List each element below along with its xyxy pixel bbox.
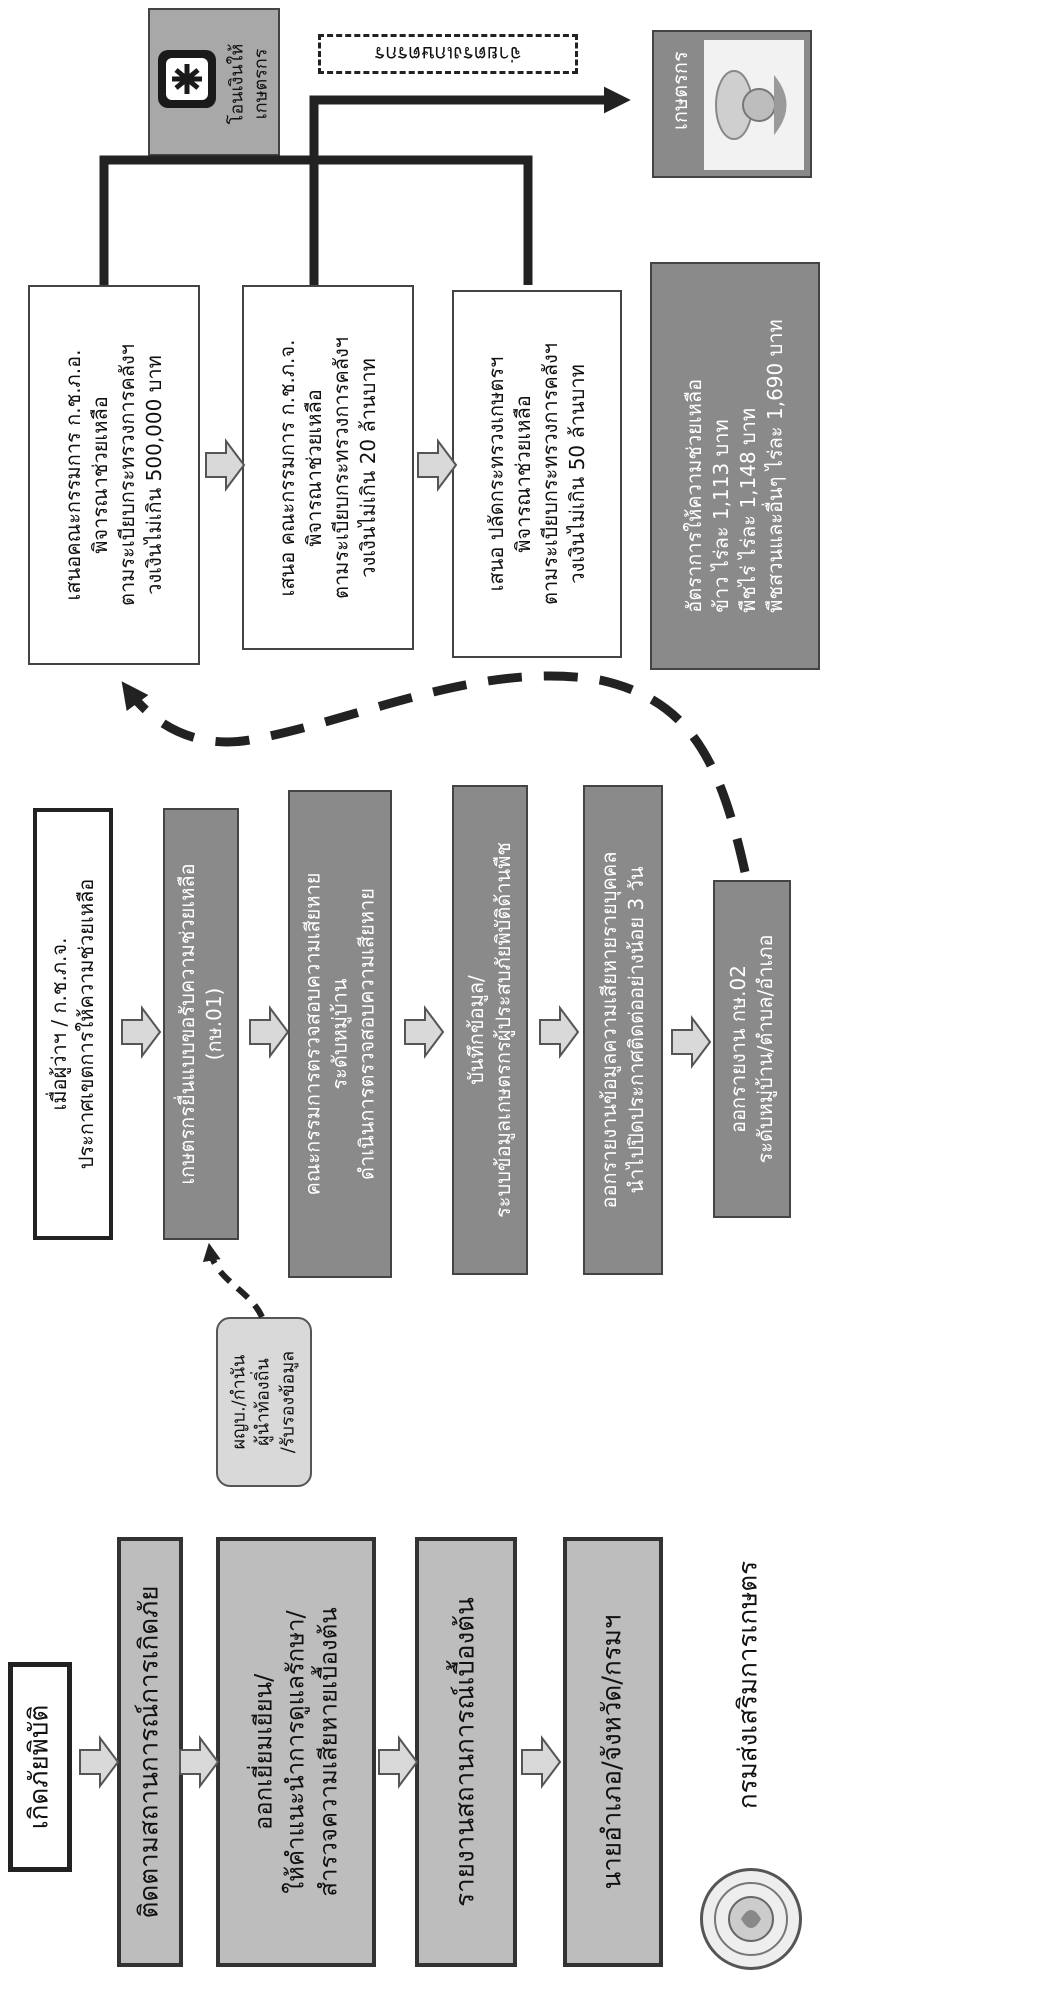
farmer-picture [704, 40, 804, 170]
certify-dashed-arrow [202, 1242, 265, 1319]
footer-org-wrap: กรมส่งเสริมการเกษตร [720, 1510, 776, 1860]
step-district-committee: เสนอคณะกรรมการ ก.ช.ภ.อ. พิจารณาช่วยเหลือ… [28, 285, 200, 665]
arrow-mid-1 [121, 1005, 162, 1059]
step-leader-certify: ผญบ./กำนัน ผู้นำท้องถิ่น /รับรองข้อมูล [216, 1317, 312, 1487]
step-disaster-occurs: เกิดภัยพิบัติ [8, 1662, 72, 1872]
arrow-left-2 [179, 1735, 220, 1789]
step-monitor-situation: ติดตามสถานการณ์การเกิดภัย [117, 1537, 183, 1967]
step-initial-report: รายงานสถานการณ์เบื้องต้น [415, 1537, 517, 1967]
arrow-mid-3 [404, 1005, 445, 1059]
seal-icon [714, 1882, 788, 1956]
footer-org: กรมส่งเสริมการเกษตร [733, 1560, 764, 1810]
arrow-left-4 [521, 1735, 562, 1789]
bank-logo [158, 50, 216, 108]
aid-rates-box: อัตราการให้ความช่วยเหลือ ข้าว ไร่ละ 1,11… [650, 262, 820, 670]
dept-seal [700, 1868, 802, 1970]
arrow-left-1 [79, 1735, 120, 1789]
direct-payment-box: จ่ายตรงเกษตรกร [318, 34, 578, 74]
arrow-mid-5 [671, 1015, 712, 1069]
step-ministry-approval: เสนอ ปลัดกระทรวงเกษตรฯ พิจารณาช่วยเหลือ … [452, 290, 622, 658]
step-individual-list: ออกรายงานข้อมูลความเสียหายรายบุคคล นำไปป… [583, 785, 663, 1275]
arrow-mid-4 [539, 1005, 580, 1059]
bank-logo-icon [166, 58, 208, 100]
step-village-committee: คณะกรรมการตรวจสอบความเสียหาย ระดับหมู่บ้… [288, 790, 392, 1278]
step-field-visit: ออกเยี่ยมเยียน/ ให้คำแนะนำการดูแลรักษา/ … [216, 1537, 376, 1967]
arrow-left-3 [378, 1735, 419, 1789]
transfer-to-farmer-box: โอนเงินให้ เกษตรกร [148, 8, 280, 156]
step-officials: นายอำเภอ/จังหวัด/กรมฯ [563, 1537, 663, 1967]
step-farmer-application: เกษตรกรยื่นแบบขอรับความช่วยเหลือ (กษ.01) [163, 808, 239, 1240]
arrow-right-1 [205, 438, 246, 492]
arrow-right-2 [417, 438, 458, 492]
step-form-02: ออกรายงาน กษ.02 ระดับหมู่บ้าน/ตำบล/อำเภอ [713, 880, 791, 1218]
step-province-committee: เสนอ คณะกรรมการ ก.ช.ภ.จ. พิจารณาช่วยเหลื… [242, 285, 414, 650]
step-governor-declaration: เมื่อผู้ว่าฯ / ก.ช.ภ.จ. ประกาศเขตการให้ค… [33, 808, 113, 1240]
arrow-mid-2 [249, 1005, 290, 1059]
return-dashed-arrow [121, 671, 750, 873]
payment-connector [99, 86, 631, 285]
farmer-box: เกษตรกร [652, 30, 812, 178]
farmer-icon [715, 70, 787, 140]
step-record-data: บันทึกข้อมูล/ ระบบข้อมูลเกษตรกรผู้ประสบภ… [452, 785, 528, 1275]
block-arrows [79, 438, 712, 1789]
